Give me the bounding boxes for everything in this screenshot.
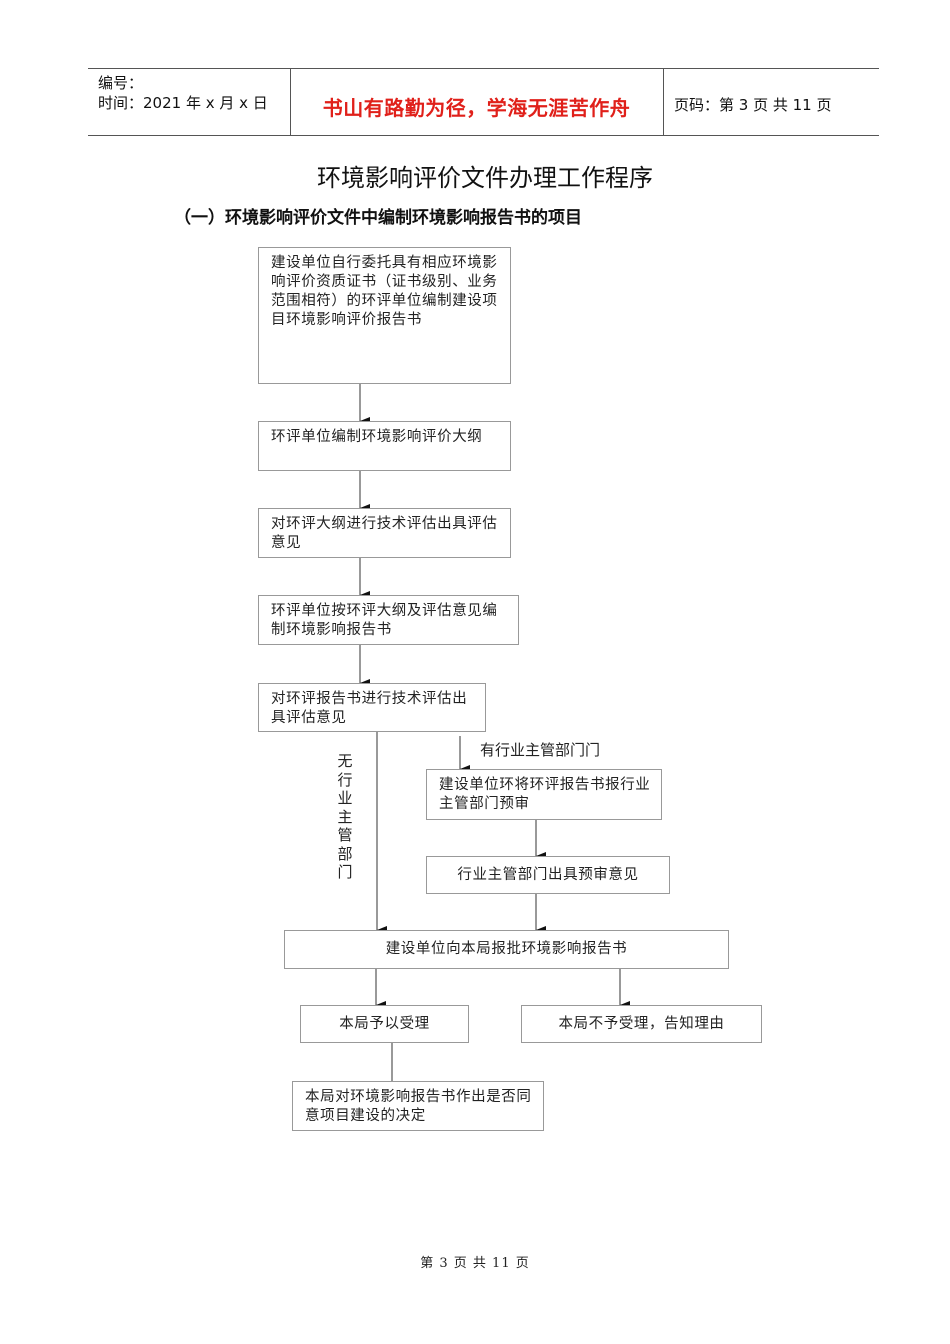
header-number-label: 编号： xyxy=(98,74,144,92)
flow-step-dept-submit: 建设单位环将环评报告书报行业主管部门预审 xyxy=(426,769,662,820)
flow-step-reject: 本局不予受理，告知理由 xyxy=(521,1005,762,1043)
branch-label-with-dept: 有行业主管部门门 xyxy=(480,741,601,759)
flow-step-report-draft: 环评单位按环评大纲及评估意见编制环境影响报告书 xyxy=(258,595,519,645)
page-header: 编号： 时间：2021 年 x 月 x 日 书山有路勤为径，学海无涯苦作舟 页码… xyxy=(88,68,879,136)
header-divider-left xyxy=(290,68,291,136)
flow-step-outline: 环评单位编制环境影响评价大纲 xyxy=(258,421,511,471)
branch-label-no-dept: 无行业主管部门 xyxy=(337,752,353,881)
flow-step-accept: 本局予以受理 xyxy=(300,1005,469,1043)
header-divider-right xyxy=(663,68,664,136)
flow-step-decision: 本局对环境影响报告书作出是否同意项目建设的决定 xyxy=(292,1081,544,1131)
header-bottom-rule xyxy=(88,135,879,136)
flow-step-report-review: 对环评报告书进行技术评估出具评估意见 xyxy=(258,683,486,732)
header-page-label: 页码：第 3 页 共 11 页 xyxy=(674,96,832,114)
section-heading: （一）环境影响评价文件中编制环境影响报告书的项目 xyxy=(174,208,582,228)
document-title: 环境影响评价文件办理工作程序 xyxy=(317,164,653,192)
header-time-label: 时间：2021 年 x 月 x 日 xyxy=(98,94,268,112)
flow-step-submit-bureau: 建设单位向本局报批环境影响报告书 xyxy=(284,930,729,969)
flow-step-commission: 建设单位自行委托具有相应环境影响评价资质证书（证书级别、业务范围相符）的环评单位… xyxy=(258,247,511,384)
flow-step-outline-review: 对环评大纲进行技术评估出具评估意见 xyxy=(258,508,511,558)
flow-step-dept-opinion: 行业主管部门出具预审意见 xyxy=(426,856,670,894)
page-footer: 第 3 页 共 11 页 xyxy=(420,1256,530,1271)
header-motto: 书山有路勤为径，学海无涯苦作舟 xyxy=(322,96,631,120)
header-top-rule xyxy=(88,68,879,69)
